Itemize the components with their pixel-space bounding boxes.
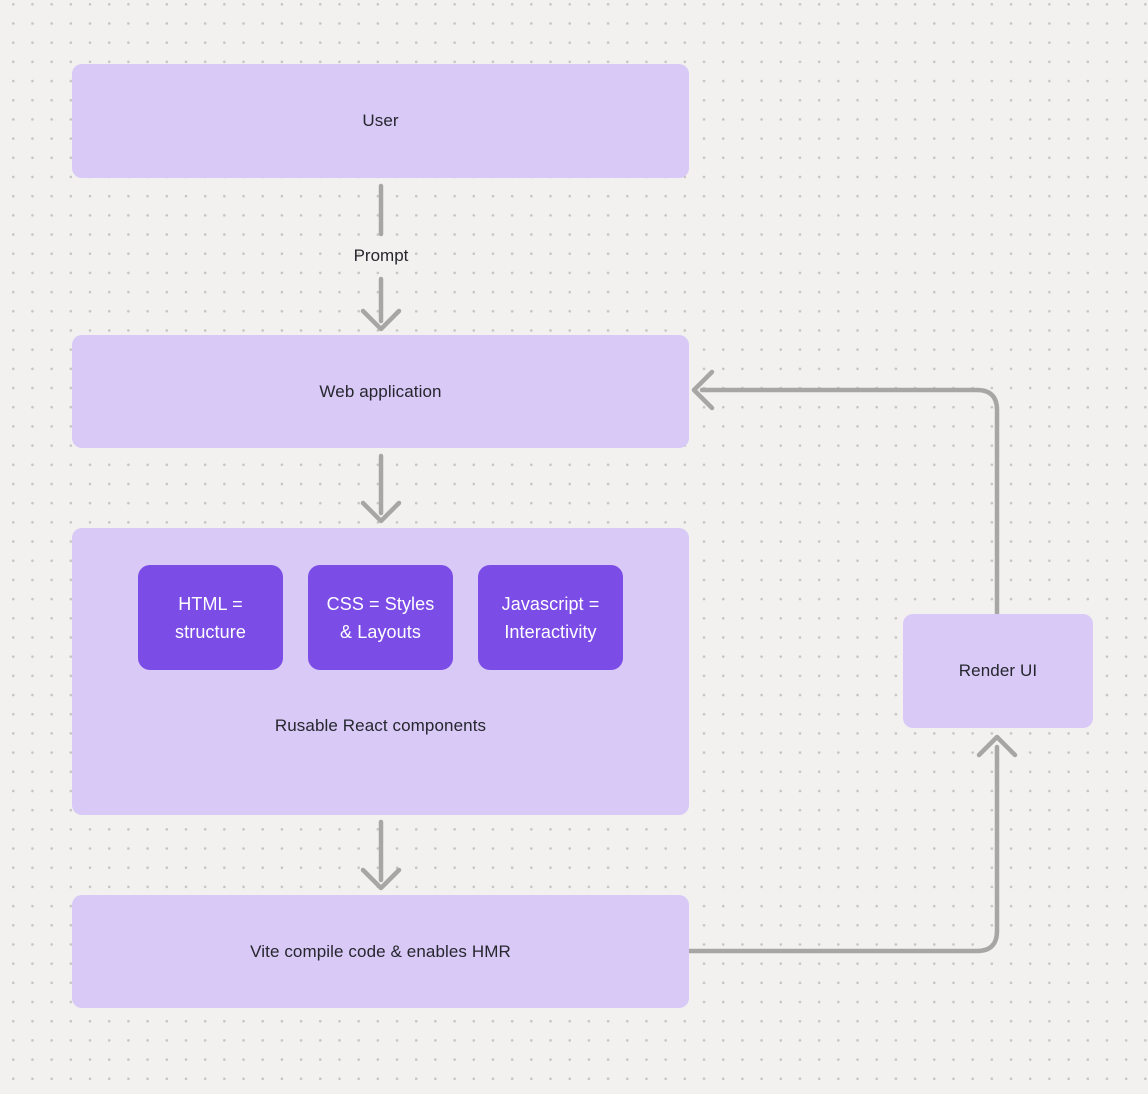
components-group-caption: Rusable React components (274, 716, 487, 735)
node-user-label: User (362, 111, 399, 130)
arrowhead-down-icon (360, 308, 402, 332)
node-render-ui[interactable]: Render UI (903, 614, 1093, 728)
node-components-group[interactable]: HTML = structure CSS = Styles & Layouts … (72, 528, 689, 815)
node-css-chip[interactable]: CSS = Styles & Layouts (308, 565, 453, 670)
node-javascript-chip[interactable]: Javascript = Interactivity (478, 565, 623, 670)
node-html-chip[interactable]: HTML = structure (138, 565, 283, 670)
node-vite-label: Vite compile code & enables HMR (250, 941, 511, 961)
node-render-ui-label: Render UI (958, 661, 1038, 680)
components-chip-row: HTML = structure CSS = Styles & Layouts … (72, 565, 689, 670)
arrowhead-down-icon (360, 500, 402, 524)
arrowhead-down-icon (360, 867, 402, 891)
connector-prompt-webapp (360, 276, 402, 332)
arrowhead-left-icon (691, 369, 715, 411)
arrowhead-up-icon (976, 734, 1018, 758)
node-vite[interactable]: Vite compile code & enables HMR (72, 895, 689, 1008)
node-user[interactable]: User (72, 64, 689, 178)
connector-vite-renderui (686, 734, 1018, 954)
edge-label-prompt: Prompt (353, 246, 409, 265)
connector-renderui-webapp (691, 369, 1000, 616)
connector-webapp-components (360, 453, 402, 524)
node-web-application-label: Web application (319, 381, 442, 401)
connector-components-vite (360, 819, 402, 891)
node-web-application[interactable]: Web application (72, 335, 689, 448)
